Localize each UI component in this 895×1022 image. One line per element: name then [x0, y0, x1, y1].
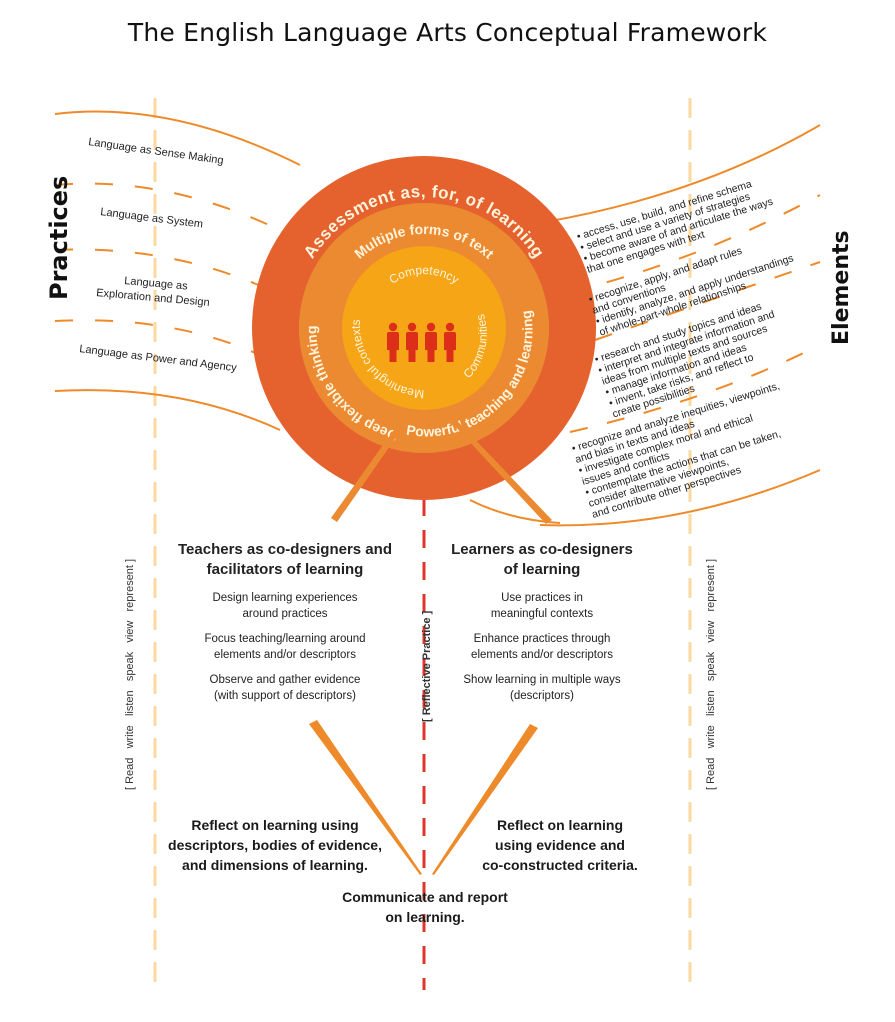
practice-exploration-2: Exploration and Design: [96, 287, 210, 309]
person-icon: [425, 322, 437, 362]
practice-system: Language as System: [100, 206, 204, 231]
practices-label: Practices: [45, 176, 73, 300]
modes-label-left: [ Read write listen speak view represent…: [124, 559, 136, 790]
learners-item: Show learning in multiple ways(descripto…: [463, 674, 621, 702]
teachers-item: Observe and gather evidence(with support…: [209, 674, 361, 702]
elements-divider-3: [569, 344, 821, 433]
person-icon: [387, 322, 399, 362]
inner-circle: [342, 246, 506, 410]
teachers-heading: Teachers as co-designers and facilitator…: [178, 541, 392, 578]
learners-heading: Learners as co-designers of learning: [451, 541, 633, 578]
learners-block: Learners as co-designers of learning Use…: [432, 540, 652, 713]
left-beam-lower: [309, 720, 422, 875]
teachers-block: Teachers as co-designers and facilitator…: [160, 540, 410, 713]
elements-group: • recognize and analyze inequities, view…: [570, 380, 782, 521]
practice-power-agency: Language as Power and Agency: [79, 343, 238, 374]
person-icon: [406, 322, 418, 362]
right-beam-lower: [432, 724, 538, 875]
people-group-icon: [387, 322, 456, 362]
elements-divider-1: [569, 194, 821, 293]
elements-label: Elements: [829, 230, 854, 345]
left-beam-upper: [331, 410, 413, 522]
practices-top-curve: [54, 110, 301, 166]
elements-divider-2: [594, 261, 821, 341]
practices-bottom-curve: [54, 389, 281, 431]
circle-bottom-connector: [469, 499, 561, 524]
elements-top-curve: [544, 124, 821, 223]
practices-divider-1: [54, 182, 291, 236]
page-title: The English Language Arts Conceptual Fra…: [127, 18, 768, 47]
person-icon: [444, 322, 456, 362]
modes-label-right: [ Read write listen speak view represent…: [705, 559, 717, 790]
practice-exploration-1: Language as: [124, 275, 189, 293]
reflective-practice-label: [ Reflective Practice ]: [421, 610, 433, 722]
right-beam-upper: [440, 408, 552, 524]
elements-bottom-curve: [539, 469, 821, 527]
